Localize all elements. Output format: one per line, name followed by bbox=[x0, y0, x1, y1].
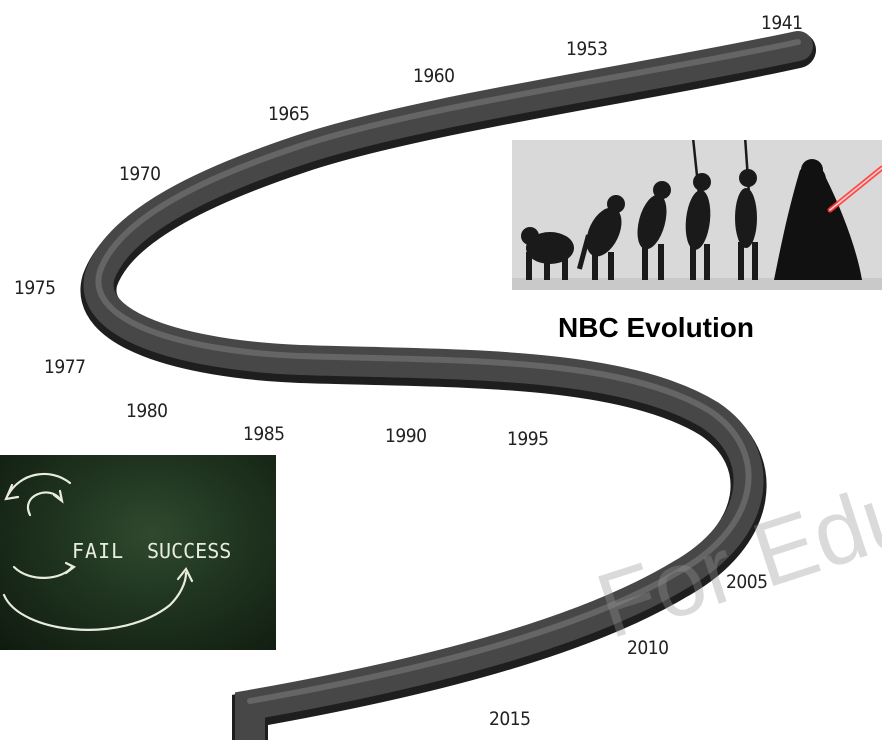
chalkboard-image: FAIL SUCCESS bbox=[0, 455, 276, 650]
tube-highlight bbox=[95, 39, 801, 704]
chalk-drawing bbox=[2, 472, 194, 631]
year-label: 1941 bbox=[761, 12, 803, 34]
year-label: 1965 bbox=[268, 103, 310, 125]
year-label: 1960 bbox=[413, 65, 455, 87]
tube-body bbox=[83, 31, 813, 740]
evolution-caption: NBC Evolution bbox=[558, 312, 754, 343]
year-label: 1953 bbox=[566, 38, 608, 60]
chalk-text-fail: FAIL bbox=[72, 539, 125, 563]
chalk-text-success: SUCCESS bbox=[147, 539, 232, 563]
year-label: 2005 bbox=[726, 571, 768, 593]
year-label: 1995 bbox=[507, 428, 549, 450]
caped-figure-silhouette bbox=[774, 159, 882, 280]
year-label: 1985 bbox=[243, 423, 285, 445]
year-label: 1977 bbox=[44, 356, 86, 378]
hominid-silhouette bbox=[685, 140, 711, 280]
year-label: 2010 bbox=[627, 637, 669, 659]
human-silhouette bbox=[735, 140, 758, 280]
ape-silhouette bbox=[521, 227, 574, 280]
hominid-silhouette bbox=[637, 181, 671, 280]
chalk-arrows bbox=[2, 472, 194, 631]
year-label: 1970 bbox=[119, 163, 161, 185]
evolution-image bbox=[512, 140, 882, 290]
year-label: 1975 bbox=[14, 277, 56, 299]
year-label: 1980 bbox=[126, 400, 168, 422]
evolution-silhouettes bbox=[512, 140, 882, 290]
year-label: 2015 bbox=[489, 708, 531, 730]
hominid-silhouette bbox=[577, 195, 625, 280]
year-label: 1990 bbox=[385, 425, 427, 447]
